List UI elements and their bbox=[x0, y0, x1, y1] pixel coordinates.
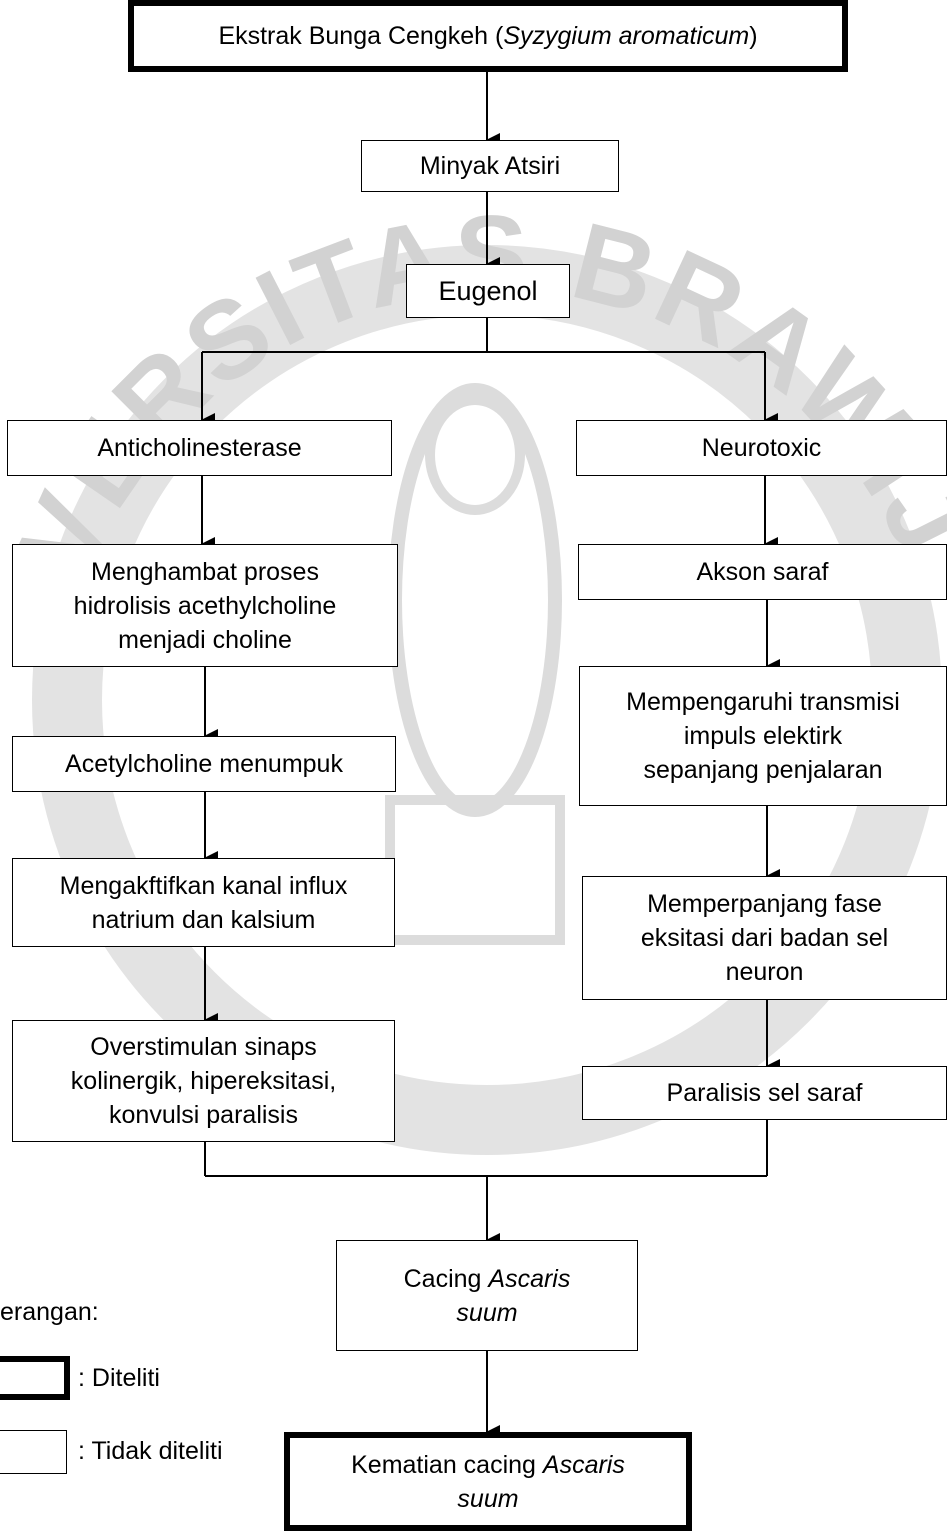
legend-tidak-diteliti: : Tidak diteliti bbox=[78, 1437, 223, 1465]
node-akson-saraf: Akson saraf bbox=[578, 544, 947, 600]
node-acetylcholine-menumpuk: Acetylcholine menumpuk bbox=[12, 736, 396, 792]
node-mempengaruhi: Mempengaruhi transmisi impuls elektirk s… bbox=[579, 666, 947, 806]
legend-thin-box-sample bbox=[0, 1430, 67, 1474]
node-eugenol: Eugenol bbox=[406, 264, 570, 318]
legend-title: erangan: bbox=[0, 1298, 99, 1326]
node-mengaktifkan-kanal: Mengakftifkan kanal influx natrium dan k… bbox=[12, 858, 395, 947]
node-anticholinesterase: Anticholinesterase bbox=[7, 420, 392, 476]
node-cacing-ascaris-suum: Cacing Ascaris suum bbox=[336, 1240, 638, 1351]
node-paralisis-sel-saraf: Paralisis sel saraf bbox=[582, 1066, 947, 1120]
node-minyak-atsiri: Minyak Atsiri bbox=[361, 140, 619, 192]
node-ekstrak-bunga-cengkeh: Ekstrak Bunga Cengkeh (Syzygium aromatic… bbox=[128, 0, 848, 72]
node-memperpanjang-fase: Memperpanjang fase eksitasi dari badan s… bbox=[582, 876, 947, 1000]
node-neurotoxic: Neurotoxic bbox=[576, 420, 947, 476]
node-overstimulan-sinaps: Overstimulan sinaps kolinergik, hipereks… bbox=[12, 1020, 395, 1142]
node-kematian-cacing: Kematian cacing Ascaris suum bbox=[284, 1432, 692, 1531]
legend-thick-box-sample bbox=[0, 1356, 70, 1400]
node-menghambat: Menghambat proses hidrolisis acethylchol… bbox=[12, 544, 398, 667]
legend-diteliti: : Diteliti bbox=[78, 1364, 160, 1392]
